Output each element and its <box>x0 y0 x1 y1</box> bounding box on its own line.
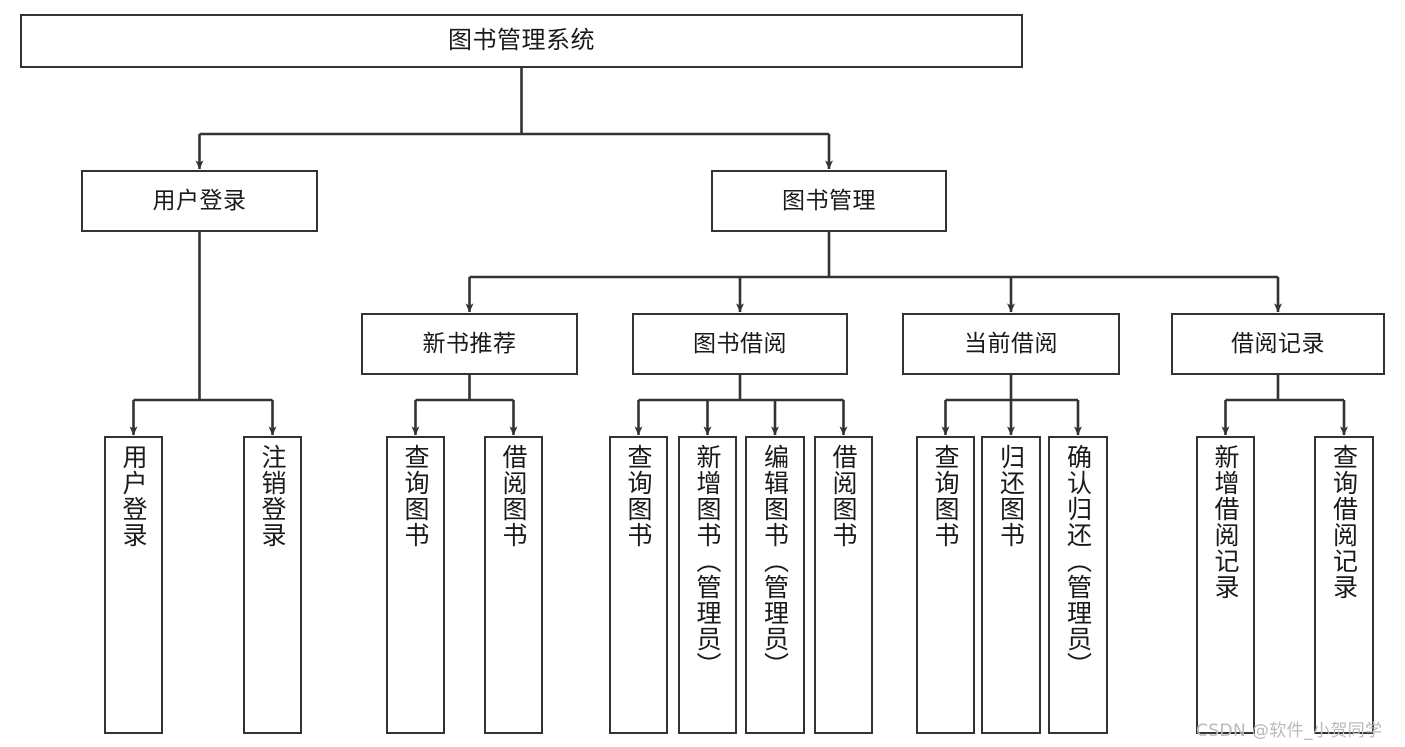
node-label: 图书管理系统 <box>448 26 595 55</box>
csdn-watermark: CSDN @软件_小贺同学 <box>1196 721 1383 741</box>
node-login[interactable]: 用户登录 <box>81 170 318 232</box>
node-borrow[interactable]: 图书借阅 <box>632 313 848 375</box>
node-label: 编辑图书（管理员） <box>760 444 790 678</box>
node-label: 图书借阅 <box>693 330 787 357</box>
node-leaf-cu-confirm[interactable]: 确认归还（管理员） <box>1048 436 1108 734</box>
node-label: 新增图书（管理员） <box>693 444 722 678</box>
node-label: 新书推荐 <box>422 330 517 357</box>
node-leaf-bo-borrow[interactable]: 借阅图书 <box>814 436 873 734</box>
node-label: 当前借阅 <box>964 330 1058 357</box>
node-label: 确认归还（管理员） <box>1063 444 1093 678</box>
node-label: 图书管理 <box>782 187 876 214</box>
node-leaf-nb-query[interactable]: 查询图书 <box>386 436 445 734</box>
node-label: 查询图书 <box>401 444 430 548</box>
node-records[interactable]: 借阅记录 <box>1171 313 1385 375</box>
node-label: 查询借阅记录 <box>1329 444 1359 600</box>
node-root[interactable]: 图书管理系统 <box>20 14 1023 68</box>
node-leaf-nb-borrow[interactable]: 借阅图书 <box>484 436 543 734</box>
node-current[interactable]: 当前借阅 <box>902 313 1120 375</box>
node-leaf-bo-edit[interactable]: 编辑图书（管理员） <box>745 436 805 734</box>
node-leaf-bo-query[interactable]: 查询图书 <box>609 436 668 734</box>
node-label: 借阅图书 <box>499 444 528 548</box>
node-label: 用户登录 <box>152 187 247 214</box>
node-leaf-login[interactable]: 用户登录 <box>104 436 163 734</box>
node-label: 归还图书 <box>996 444 1026 548</box>
node-newbook[interactable]: 新书推荐 <box>361 313 578 375</box>
node-label: 借阅记录 <box>1231 330 1325 357</box>
node-label: 查询图书 <box>931 444 960 548</box>
node-label: 查询图书 <box>624 444 653 548</box>
node-leaf-bo-add[interactable]: 新增图书（管理员） <box>678 436 737 734</box>
node-label: 注销登录 <box>258 444 287 548</box>
node-leaf-logout[interactable]: 注销登录 <box>243 436 302 734</box>
node-label: 用户登录 <box>119 444 148 548</box>
node-leaf-cu-query[interactable]: 查询图书 <box>916 436 975 734</box>
node-bookmgmt[interactable]: 图书管理 <box>711 170 947 232</box>
node-leaf-re-add[interactable]: 新增借阅记录 <box>1196 436 1255 734</box>
node-leaf-re-query[interactable]: 查询借阅记录 <box>1314 436 1374 734</box>
node-leaf-cu-return[interactable]: 归还图书 <box>981 436 1041 734</box>
node-label: 新增借阅记录 <box>1211 444 1240 600</box>
node-label: 借阅图书 <box>829 444 858 548</box>
